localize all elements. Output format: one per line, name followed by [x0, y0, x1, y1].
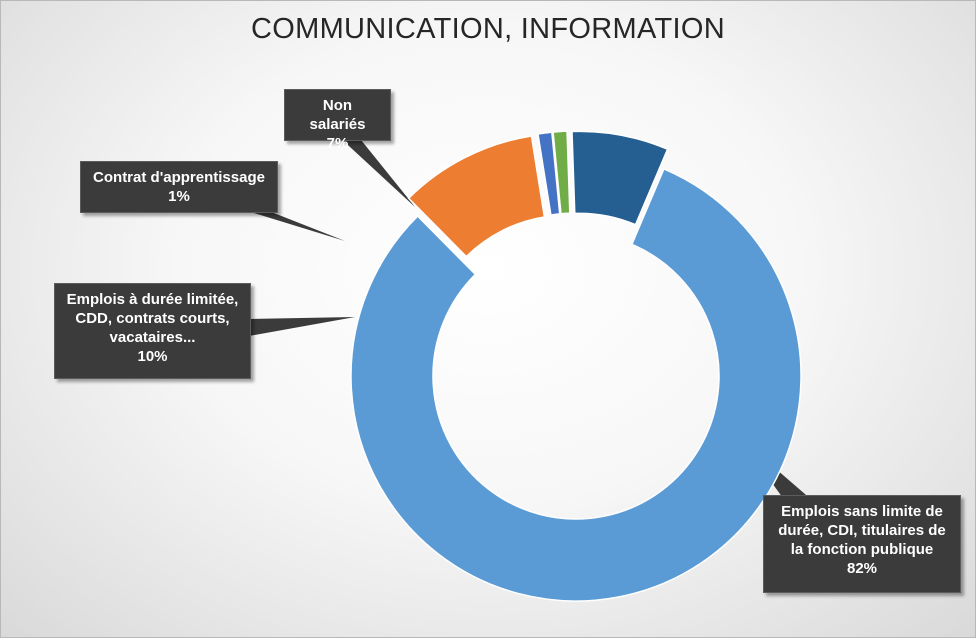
data-label-value: 82% — [846, 560, 878, 577]
slice-autre — [552, 130, 571, 215]
slice-non-salaries — [571, 130, 669, 226]
data-label-apprentissage: Contrat d'apprentissage 1% — [80, 161, 278, 213]
donut-slices — [350, 130, 802, 602]
data-label-non-salaries: Non salariés 7% — [284, 89, 391, 152]
data-label-value: 7% — [326, 135, 349, 152]
slice-cdi — [350, 167, 802, 602]
data-label-cdi: Emplois sans limite de durée, CDI, titul… — [763, 495, 961, 593]
data-label-value: 10% — [137, 348, 168, 365]
slice-apprentissage — [537, 131, 561, 216]
leader-duree-limitee — [249, 317, 355, 336]
slice-duree-limitee — [407, 135, 546, 258]
leader-non-salaries — [337, 135, 415, 207]
data-label-duree-limitee: Emplois à durée limitée, CDD, contrats c… — [54, 283, 251, 379]
data-label-text: Contrat d'apprentissage — [93, 169, 265, 186]
chart-title: COMMUNICATION, INFORMATION — [251, 13, 725, 45]
data-label-value: 1% — [168, 188, 190, 205]
leader-apprentissage — [231, 206, 345, 241]
data-label-text: Emplois à durée limitée, CDD, contrats c… — [66, 291, 239, 346]
data-label-text: Non salariés — [309, 97, 366, 133]
data-label-text: Emplois sans limite de durée, CDI, titul… — [778, 503, 946, 558]
